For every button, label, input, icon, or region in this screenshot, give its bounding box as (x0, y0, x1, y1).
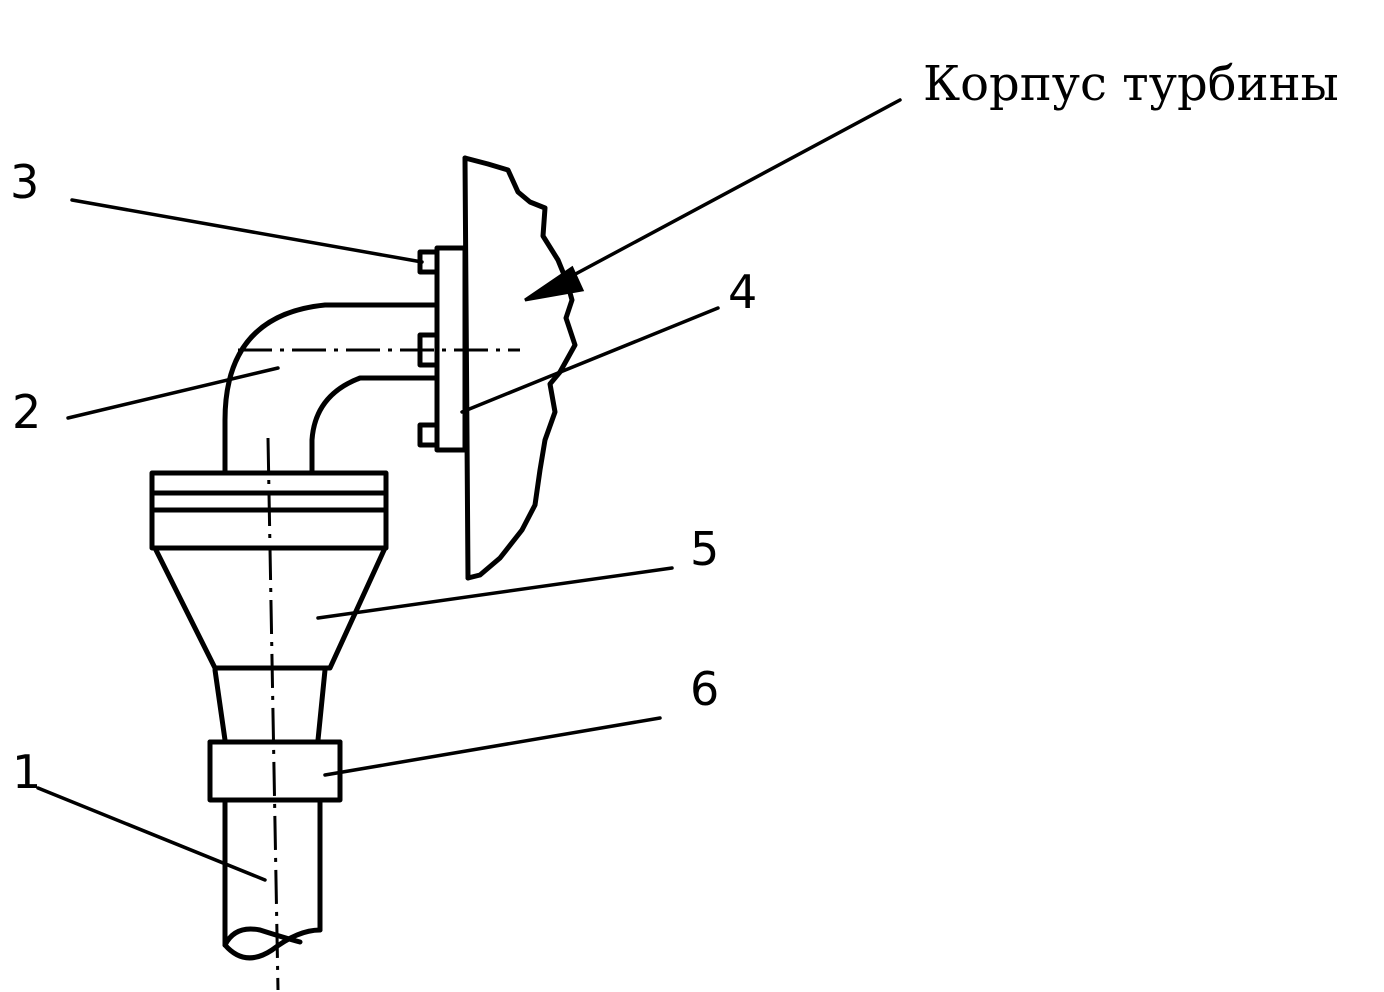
leader-lines (36, 98, 902, 882)
leader-6 (323, 716, 662, 777)
callout-3: 3 (10, 155, 39, 209)
funnel-neck (212, 667, 328, 743)
callout-5: 5 (690, 522, 719, 576)
callout-4: 4 (728, 265, 757, 319)
flange-bolt-bottom (417, 422, 440, 448)
callout-2: 2 (12, 385, 41, 439)
leader-housing (553, 98, 902, 287)
housing-label: Корпус турбины (923, 56, 1339, 112)
leader-4 (460, 306, 720, 414)
callout-1: 1 (12, 745, 41, 799)
leader-5 (316, 566, 674, 620)
leader-1 (36, 786, 267, 882)
elbow-pipe (222, 302, 440, 476)
leader-2 (66, 366, 280, 420)
callout-6: 6 (690, 662, 719, 716)
turbine-housing (462, 155, 578, 581)
leader-3 (70, 198, 424, 264)
center-lines (238, 348, 520, 991)
drain-pipe (222, 797, 323, 961)
housing-arrowhead-icon (524, 265, 585, 302)
